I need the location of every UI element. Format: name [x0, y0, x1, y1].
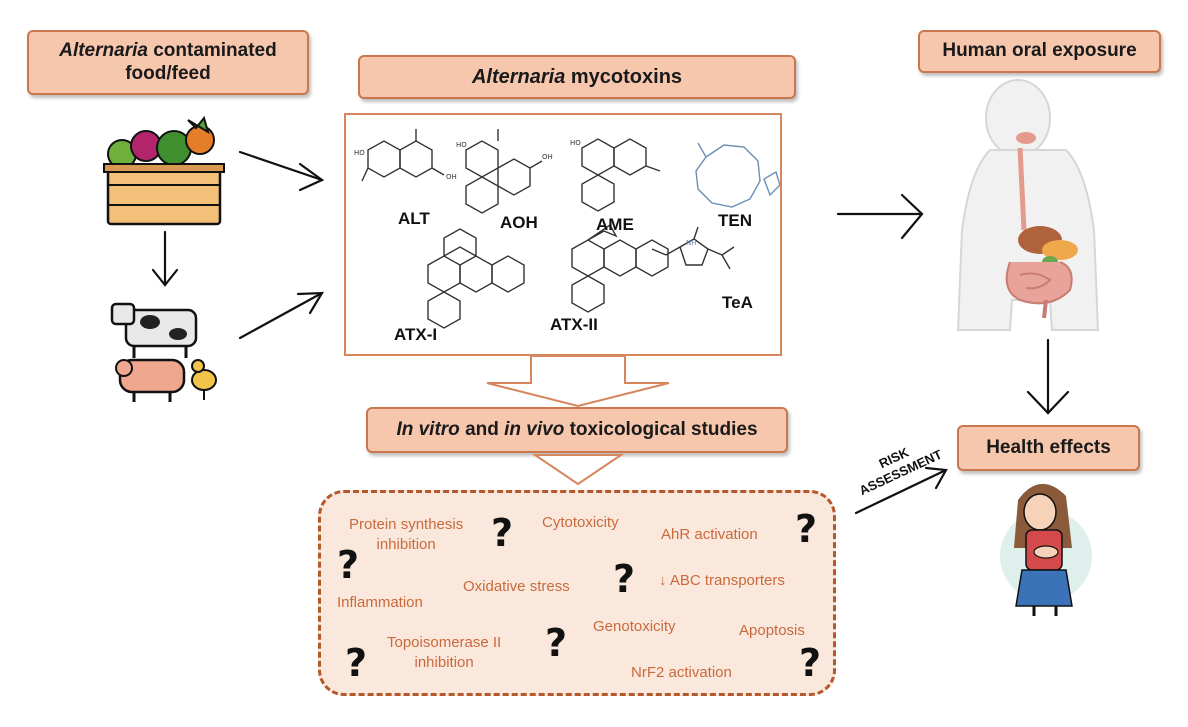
arrow-risk-assessment — [854, 468, 948, 515]
molecule-aoh-structure — [465, 129, 543, 214]
question-mark-2: ? — [795, 507, 818, 551]
food-crate-icon — [103, 115, 225, 226]
question-mark-7: ? — [799, 641, 822, 685]
health-effects-box: Health effects — [957, 425, 1140, 471]
effect-oxidative-stress: Oxidative stress — [463, 578, 570, 595]
molecule-atxii-label: ATX-II — [550, 315, 598, 334]
molecule-ten-label: TEN — [718, 211, 752, 230]
myco-title-rest: mycotoxins — [565, 66, 683, 88]
studies-rest: toxicological studies — [564, 418, 758, 440]
svg-text:HO: HO — [570, 139, 581, 147]
funnel-studies-to-effects — [531, 454, 625, 486]
molecule-ame-label: AME — [596, 215, 634, 234]
studies-italic-1: In vitro — [396, 418, 460, 440]
effect-protein-synthesis: Protein synthesis inhibition — [349, 516, 464, 553]
effect-genotoxicity: Genotoxicity — [593, 618, 676, 635]
molecule-alt-label: ALT — [398, 209, 430, 228]
food-title-rest: contaminated — [147, 39, 277, 61]
human-title: Human oral exposure — [942, 40, 1137, 62]
question-mark-6: ? — [345, 641, 368, 685]
question-mark-4: ? — [613, 557, 636, 601]
effect-apoptosis: Apoptosis — [739, 622, 805, 639]
effect-inflammation: Inflammation — [337, 594, 423, 611]
question-mark-5: ? — [545, 621, 568, 665]
svg-text:HO: HO — [456, 141, 467, 149]
effects-box: Protein synthesis inhibition Cytotoxicit… — [318, 490, 836, 696]
molecule-ame-structure — [581, 138, 661, 212]
food-title-italic: Alternaria — [59, 39, 148, 61]
svg-text:HO: HO — [354, 149, 365, 157]
effect-cytotoxicity: Cytotoxicity — [542, 514, 619, 531]
health-title: Health effects — [986, 436, 1111, 458]
molecule-tea-structure — [651, 226, 735, 270]
food-feed-box: Alternaria contaminated food/feed — [27, 30, 309, 95]
human-exposure-box: Human oral exposure — [918, 30, 1161, 73]
studies-box: In vitro and in vivo toxicological studi… — [366, 407, 788, 453]
animals-icon — [110, 302, 217, 402]
molecule-atxi-label: ATX-I — [394, 325, 438, 344]
molecule-drawings: HO OH HO OH HO NH — [354, 129, 781, 329]
arrow-crate-to-molecules — [238, 150, 324, 182]
molecule-aoh-label: AOH — [500, 213, 538, 232]
funnel-molecules-to-studies — [486, 355, 670, 408]
svg-text:OH: OH — [542, 153, 553, 161]
molecule-atxii-structure — [571, 223, 669, 313]
girl-stomach-ache-icon — [1000, 483, 1092, 616]
molecule-atxi-structure — [427, 228, 525, 329]
arrow-animals-to-molecules — [238, 291, 324, 340]
studies-mid: and — [459, 418, 505, 440]
effect-nrf2-activation: NrF2 activation — [631, 664, 732, 681]
effect-abc-transporters: ↓ ABC transporters — [659, 572, 785, 589]
human-body-icon — [956, 79, 1100, 331]
effect-ahr-activation: AhR activation — [661, 526, 758, 543]
studies-italic-2: in vivo — [504, 418, 565, 440]
molecule-alt-structure — [361, 129, 445, 182]
question-mark-3: ? — [337, 543, 360, 587]
molecules-panel: HO OH HO OH HO NH ALT AOH AME TEN ATX-I AT… — [344, 113, 782, 356]
effect-topoisomerase: Topoisomerase II inhibition — [387, 634, 502, 671]
molecule-tea-label: TeA — [722, 293, 753, 312]
food-title-line2: food/feed — [125, 62, 211, 84]
question-mark-1: ? — [491, 511, 514, 555]
myco-title-italic: Alternaria — [471, 66, 566, 88]
mycotoxins-box: Alternaria mycotoxins — [358, 55, 796, 99]
svg-text:NH: NH — [686, 239, 697, 247]
svg-text:OH: OH — [446, 173, 457, 181]
